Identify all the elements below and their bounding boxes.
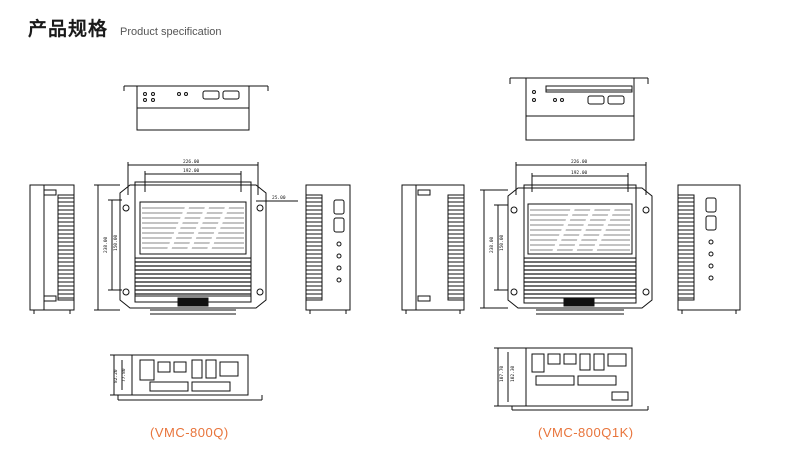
p1-top-view (123, 85, 269, 131)
p1-depth: 25.00 (272, 195, 286, 201)
p2-side-outer: 107.70 (499, 365, 505, 382)
p2-front-view (480, 162, 653, 315)
product-2-drawing (401, 77, 741, 411)
p2-top-view (509, 77, 649, 141)
product-1-dimensions: 226.00 192.00 25.00 238.00 150.00 82.20 … (103, 159, 286, 383)
p2-width-inner: 192.00 (571, 170, 588, 176)
p1-height-outer: 238.00 (103, 236, 109, 253)
p1-bottom-view (110, 354, 263, 401)
section-header: 产品规格 Product specification (28, 14, 222, 41)
product-2-caption: (VMC-800Q1K) (538, 425, 634, 440)
p2-height-inner: 150.00 (499, 234, 505, 251)
p1-width-inner: 192.00 (183, 168, 200, 174)
p1-side-inner: 77.80 (121, 368, 127, 382)
p1-side-outer: 82.20 (113, 369, 119, 383)
section-title: 产品规格 (28, 18, 109, 40)
p1-right-view (305, 184, 351, 314)
product-1-caption: (VMC-800Q) (150, 425, 229, 440)
product-2-dimensions: 226.00 192.00 238.00 150.00 107.70 102.3… (489, 159, 588, 382)
p1-height-inner: 150.00 (113, 234, 119, 251)
p1-width-outer: 226.00 (183, 159, 200, 165)
p2-height-outer: 238.00 (489, 236, 495, 253)
p1-left-view (29, 184, 75, 314)
p1-front-view (94, 162, 298, 315)
p2-width-outer: 226.00 (571, 159, 588, 165)
p2-right-view (677, 184, 741, 314)
p2-side-inner: 102.30 (510, 365, 516, 382)
p2-bottom-view (494, 347, 649, 411)
section-subtitle: Product specification (120, 26, 222, 38)
p2-left-view (401, 184, 465, 314)
product-1-drawing (29, 85, 351, 401)
